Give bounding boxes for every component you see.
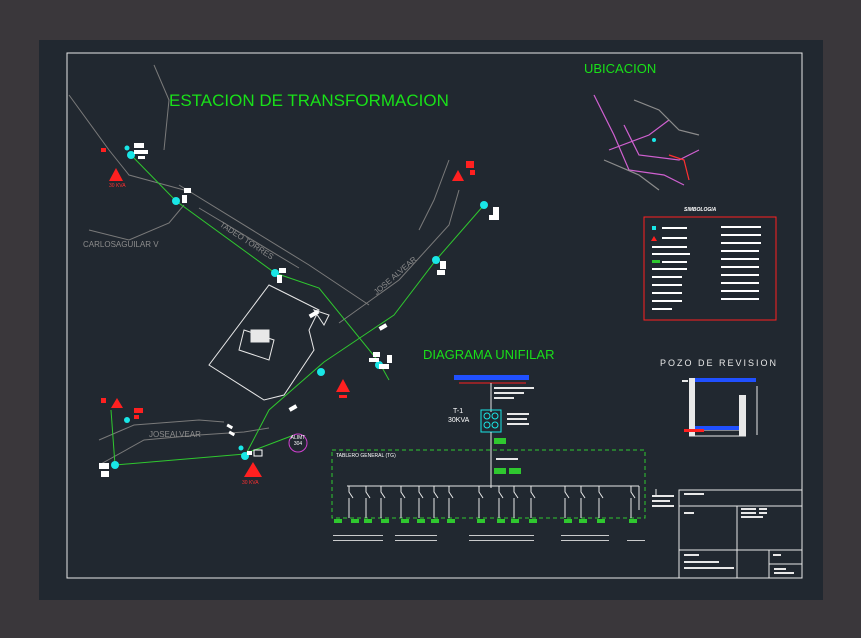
location-title: UBICACION [584,61,657,76]
transformer-id: T-1 [453,408,464,415]
road-outlines [68,64,460,466]
breaker-7 [448,486,454,518]
single-line-diagram [331,375,674,541]
legend-title: SIMBOLOGIA [684,207,717,213]
street-label-jose-alvear: JOSEALVEAR [149,430,201,439]
single-line-title: DIAGRAMA UNIFILAR [423,347,555,362]
well-detail [682,378,758,437]
feeder-circle [288,433,308,453]
breaker-6 [433,486,439,518]
breaker-12 [564,486,570,518]
breaker-2 [365,486,371,518]
building-site [208,284,330,401]
pole-nodes [111,145,488,469]
breaker-5 [418,486,424,518]
location-map [593,94,700,191]
legend-entries [651,226,761,310]
breaker-9 [498,486,504,518]
pole-tags [99,143,499,477]
legend-box [643,216,777,321]
sheet-border [66,52,803,579]
breaker-15 [630,486,636,518]
title-block-text [684,493,794,574]
transformer-rating: 30KVA [448,417,470,424]
breaker-14 [598,486,604,518]
well-title: POZO DE REVISION [660,358,779,368]
breaker-11 [530,486,536,518]
feeder-label: ALIMT 304 [289,435,307,447]
transformer-rating-bottom: 30 KVA [242,480,259,486]
title-block [678,489,803,579]
drawing-sheet [66,52,803,579]
breaker-1 [348,486,354,518]
transformer-rating-top: 30 KVA [109,183,126,189]
main-title: ESTACION DE TRANSFORMACION [169,91,449,110]
feeder-label-text: ALIMT [290,435,306,441]
transformer-tags [101,148,475,419]
breaker-8 [478,486,484,518]
breaker-3 [380,486,386,518]
breaker-10 [513,486,519,518]
feeder-network [110,154,485,466]
breaker-4 [400,486,406,518]
cad-viewport[interactable]: ESTACION DE TRANSFORMACION UBICACION DIA… [39,40,823,600]
street-label-carlos: CARLOSAGUILAR V [83,240,159,249]
transformer-triangles [109,168,464,477]
feeder-number: 304 [293,441,303,447]
general-panel-label: TABLERO GENERAL (TG) [336,453,396,459]
breaker-13 [580,486,586,518]
